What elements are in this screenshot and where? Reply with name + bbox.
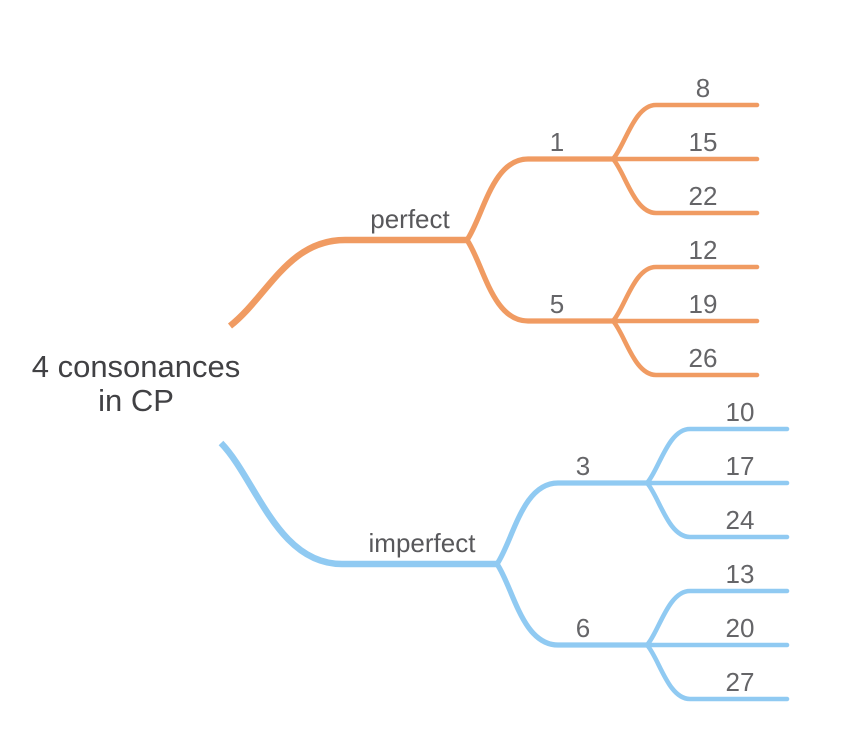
imperfect-branch-group [218, 426, 790, 702]
leaf-15-label: 15 [689, 127, 718, 157]
node5-leaf-26-line [610, 318, 760, 378]
leaf-22-label: 22 [689, 181, 718, 211]
node3-leaf-10-line [644, 426, 790, 486]
node5-leaf-12-line [610, 264, 760, 324]
node6-leaf-13-line [644, 588, 790, 648]
labels-group: 4 consonances in CP perfect imperfect 1 … [32, 73, 755, 697]
node6-leaf-27-line [644, 642, 790, 702]
leaf-12-label: 12 [689, 235, 718, 265]
leaf-27-label: 27 [726, 667, 755, 697]
node1-leaf-8-line [610, 102, 760, 162]
root-to-imperfect-curve [218, 440, 497, 568]
node3-leaf-24-line [644, 480, 790, 540]
perfect-to-5-curve [464, 237, 616, 324]
leaf-8-label: 8 [696, 73, 710, 103]
leaf-24-label: 24 [726, 505, 755, 535]
leaf-20-label: 20 [726, 613, 755, 643]
root-label-line1: 4 consonances [32, 349, 241, 384]
imperfect-to-6-curve [494, 561, 650, 648]
leaf-13-label: 13 [726, 559, 755, 589]
imperfect-label: imperfect [369, 528, 477, 558]
root-label-line2: in CP [98, 383, 174, 418]
perfect-branch-group [227, 102, 760, 378]
node1-leaf-22-line [610, 156, 760, 216]
perfect-to-1-curve [464, 156, 616, 243]
node-5-label: 5 [550, 289, 564, 319]
leaf-17-label: 17 [726, 451, 755, 481]
imperfect-to-3-curve [494, 480, 650, 567]
node-3-label: 3 [576, 451, 590, 481]
leaf-26-label: 26 [689, 343, 718, 373]
node-1-label: 1 [550, 127, 564, 157]
root-to-perfect-curve [227, 236, 467, 329]
node-6-label: 6 [576, 613, 590, 643]
perfect-label: perfect [370, 204, 450, 234]
leaf-10-label: 10 [726, 397, 755, 427]
leaf-19-label: 19 [689, 289, 718, 319]
